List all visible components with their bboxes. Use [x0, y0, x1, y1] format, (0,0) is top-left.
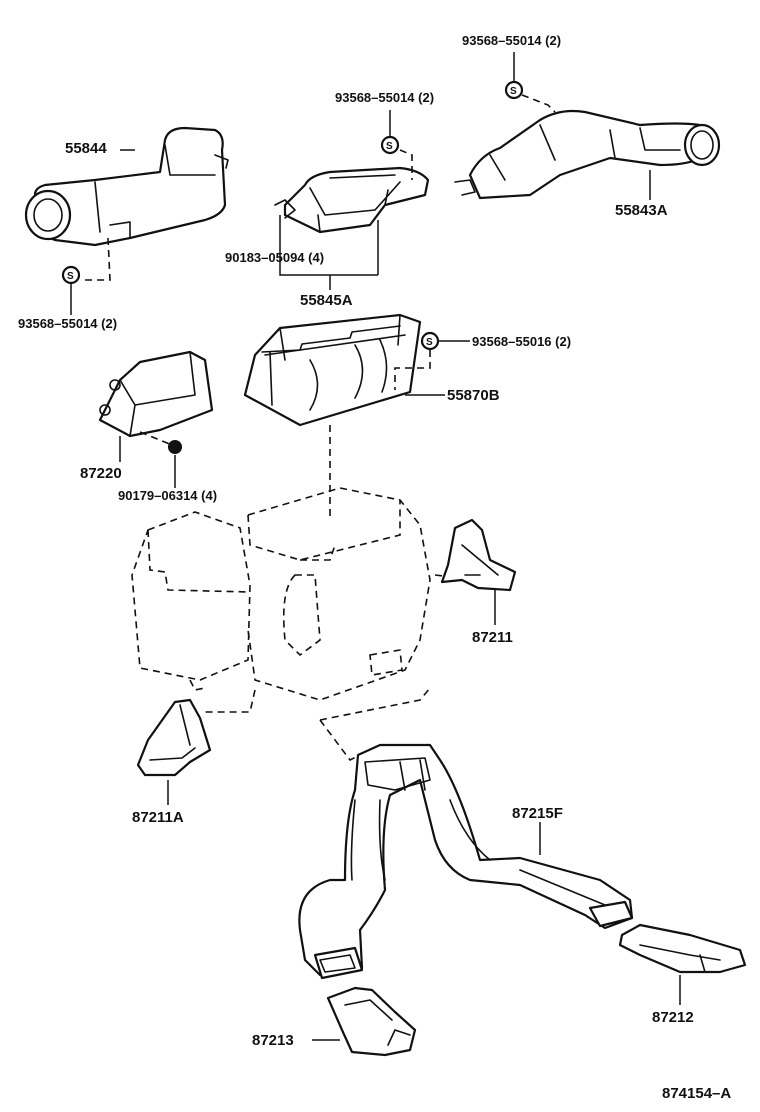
- svg-text:S: S: [426, 337, 433, 348]
- label-87211: 87211: [472, 629, 513, 646]
- label-55870B: 55870B: [447, 387, 500, 404]
- label-55845A: 55845A: [300, 292, 353, 309]
- duct-87213: [326, 986, 417, 1057]
- screw-icon-55845A: S: [380, 135, 400, 155]
- svg-text:S: S: [67, 271, 74, 282]
- duct-87212: [618, 923, 747, 974]
- label-93568-55014-center: 93568–55014 (2): [335, 90, 434, 105]
- duct-55843A: [454, 109, 721, 200]
- heater-unit-dashed: [131, 487, 431, 701]
- duct-55844: [24, 126, 229, 247]
- duct-87211A: [136, 698, 212, 777]
- reference-number: 874154–A: [662, 1085, 731, 1102]
- label-90183-05094: 90183–05094 (4): [225, 250, 324, 265]
- label-87212: 87212: [652, 1009, 694, 1026]
- duct-55845A: [274, 166, 430, 234]
- bracket-87220: [98, 350, 214, 438]
- label-55844: 55844: [65, 140, 107, 157]
- svg-text:S: S: [510, 86, 517, 97]
- duct-87215F: [298, 743, 634, 980]
- screw-icon-55843A: S: [504, 80, 524, 100]
- screw-icon-55870B: S: [420, 331, 440, 351]
- hex-nut-icon: [168, 440, 182, 454]
- label-87213: 87213: [252, 1032, 294, 1049]
- duct-87211: [440, 518, 517, 592]
- label-87215F: 87215F: [512, 805, 563, 822]
- label-93568-55016: 93568–55016 (2): [472, 334, 571, 349]
- case-55870B: [243, 313, 422, 427]
- label-93568-55014-left: 93568–55014 (2): [18, 316, 117, 331]
- label-87211A: 87211A: [132, 809, 184, 826]
- label-87220: 87220: [80, 465, 122, 482]
- svg-text:S: S: [386, 141, 393, 152]
- screw-icon-55844: S: [61, 265, 81, 285]
- label-93568-55014-right: 93568–55014 (2): [462, 33, 561, 48]
- label-90179-06314: 90179–06314 (4): [118, 488, 217, 503]
- label-55843A: 55843A: [615, 202, 668, 219]
